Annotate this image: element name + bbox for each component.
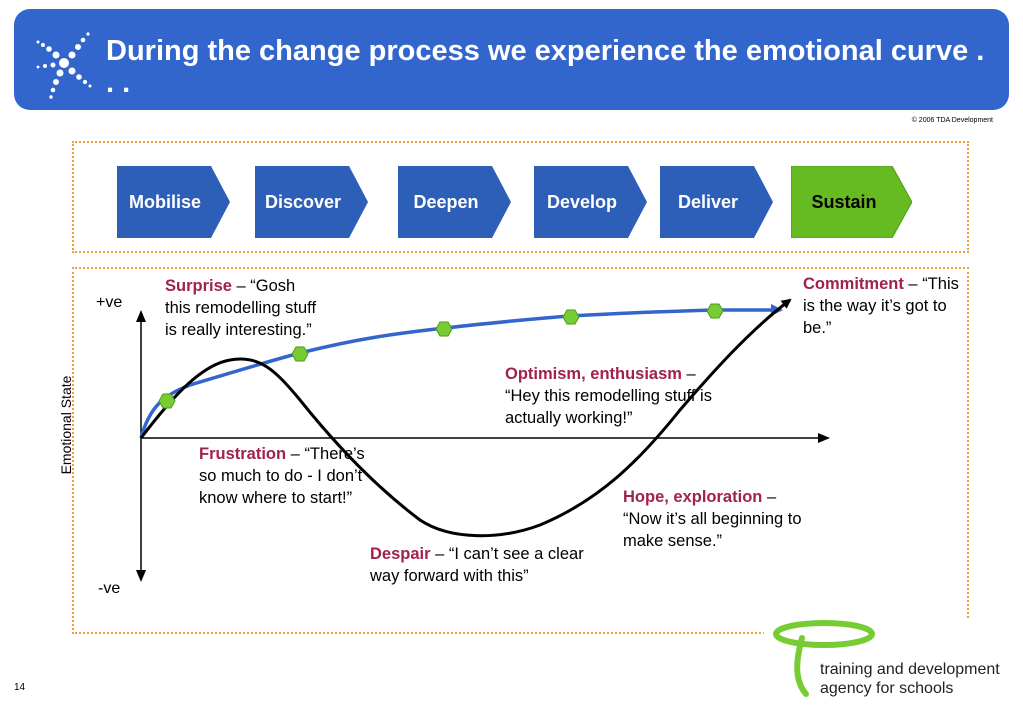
- org-name: training and development agency for scho…: [820, 660, 1000, 698]
- x-axis-arrow: [818, 433, 830, 443]
- milestone-marker: [562, 309, 580, 325]
- annotation-surprise: Surprise – “Gosh this remodelling stuff …: [165, 275, 325, 341]
- phase-label: Deliver: [677, 192, 739, 212]
- chevron-arrow-shape: [398, 166, 511, 238]
- phase-sustain: Sustain: [791, 166, 912, 238]
- y-axis-arrow-down: [136, 570, 146, 582]
- expectation-curve-blue: [139, 304, 783, 439]
- milestone-marker: [291, 346, 309, 362]
- tda-star-icon: [36, 32, 92, 99]
- chevron-arrow-shape: [660, 166, 773, 238]
- page-number: 14: [14, 682, 26, 693]
- annotation-term: Despair: [370, 545, 431, 563]
- emotional-curve-panel: [72, 267, 969, 634]
- annotation-term: Optimism, enthusiasm: [505, 365, 682, 383]
- phase-mobilise: Mobilise: [117, 166, 230, 238]
- annotation-term: Hope, exploration: [623, 488, 763, 506]
- negative-axis-label: -ve: [98, 580, 121, 597]
- annotation-term: Surprise: [165, 277, 232, 295]
- page-title: During the change process we experience …: [106, 35, 985, 99]
- annotation-commitment: Commitment – “This is the way it’s got t…: [803, 273, 963, 339]
- annotation-optimism: Optimism, enthusiasm – “Hey this remodel…: [505, 363, 735, 429]
- org-name-line: agency for schools: [820, 680, 954, 697]
- y-axis-title: Emotional State: [58, 375, 74, 475]
- annotation-term: Frustration: [199, 445, 287, 463]
- annotation-text: – “There’s so much to do - I don’t know …: [199, 445, 365, 507]
- annotation-frustration: Frustration – “There’s so much to do - I…: [199, 443, 369, 509]
- annotation-despair: Despair – “I can’t see a clear way forwa…: [370, 543, 615, 587]
- chevron-arrow-shape: [117, 166, 230, 238]
- copyright-notice: © 2006 TDA Development: [911, 117, 993, 124]
- emotional-curve-black: [139, 298, 792, 538]
- annotation-text: – “Now it’s all beginning to make sense.…: [623, 488, 802, 550]
- phase-label: Mobilise: [128, 192, 201, 212]
- phase-deepen: Deepen: [398, 166, 511, 238]
- annotation-term: Commitment: [803, 275, 904, 293]
- annotation-hope: Hope, exploration – “Now it’s all beginn…: [623, 486, 803, 552]
- phase-deliver: Deliver: [660, 166, 773, 238]
- phase-label: Deepen: [413, 192, 479, 212]
- chevron-arrow-shape: [255, 166, 368, 238]
- chevron-arrow-shape: [534, 166, 647, 238]
- milestone-marker: [435, 321, 453, 337]
- annotation-text: – “I can’t see a clear way forward with …: [370, 545, 584, 585]
- phase-label: Sustain: [811, 192, 877, 212]
- annotation-text: – “Gosh this remodelling stuff is really…: [165, 277, 317, 339]
- title-banner: During the change process we experience …: [14, 9, 1009, 110]
- phases-panel: [72, 141, 969, 253]
- chevron-arrow-shape: [791, 166, 912, 238]
- annotation-text: – “This is the way it’s got to be.”: [803, 275, 959, 337]
- milestone-marker: [158, 393, 176, 409]
- annotation-text: – “Hey this remodelling stuff is actuall…: [505, 365, 712, 427]
- milestone-markers: [158, 303, 724, 409]
- phase-discover: Discover: [255, 166, 368, 238]
- axes: [136, 310, 830, 582]
- phase-label: Develop: [546, 192, 618, 212]
- y-axis-arrow-up: [136, 310, 146, 322]
- positive-axis-label: +ve: [96, 294, 123, 311]
- tda-logo-icon: [764, 620, 1000, 700]
- phase-label: Discover: [264, 192, 342, 212]
- phase-develop: Develop: [534, 166, 647, 238]
- milestone-marker: [706, 303, 724, 319]
- org-name-line: training and development: [820, 661, 1000, 678]
